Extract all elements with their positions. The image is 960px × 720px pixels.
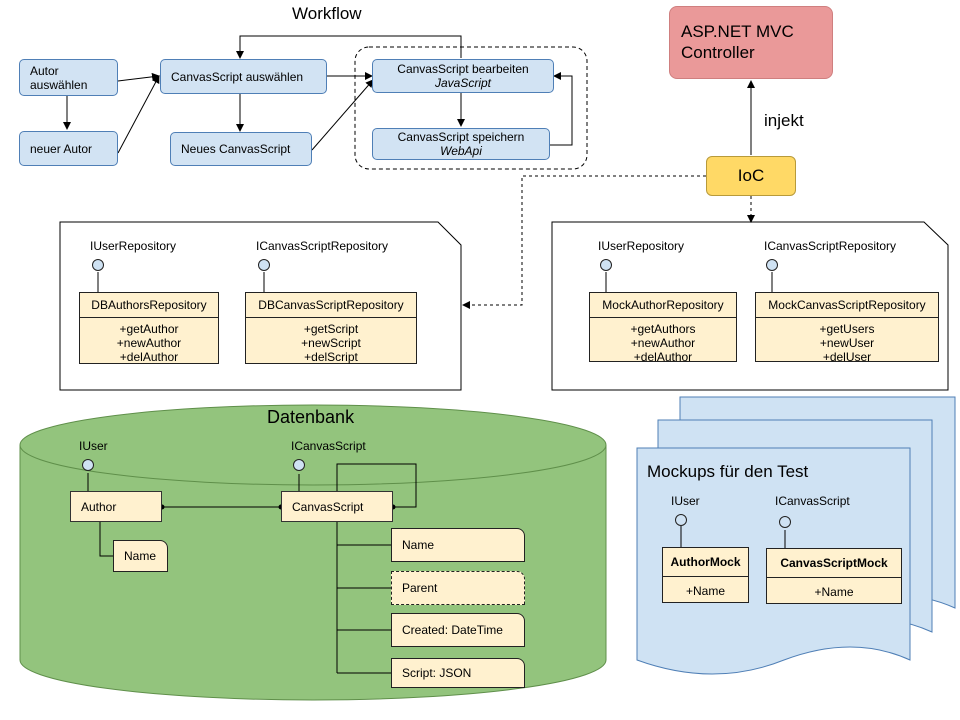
interface-lollipop-icon — [600, 259, 612, 271]
ioc-box: IoC — [706, 156, 796, 196]
diagram-title: Workflow — [292, 4, 362, 23]
workflow-step-speichern: CanvasScript speichern WebApi — [372, 128, 550, 160]
database-title: Datenbank — [267, 407, 355, 427]
attribute-label: Name — [124, 549, 157, 563]
class-op: +newAuthor — [116, 336, 182, 350]
controller-line-2: Controller — [681, 43, 755, 62]
edit-save-group — [354, 46, 588, 170]
class-attr: +Name — [814, 585, 854, 599]
inject-label: injekt — [764, 111, 804, 130]
class-op: +newAuthor — [630, 336, 696, 350]
step-tech: WebApi — [440, 144, 482, 158]
class-op: +delUser — [822, 350, 872, 364]
mock-canvasscript-repository-class: MockCanvasScriptRepository +getUsers +ne… — [755, 292, 939, 364]
db-user-repo-interface-label: IUserRepository — [90, 239, 177, 253]
mock-author-repository-class: MockAuthorRepository +getAuthors +newAut… — [589, 292, 737, 364]
interface-lollipop-icon — [92, 259, 104, 271]
workflow-step-neues-canvasscript: Neues CanvasScript — [170, 132, 312, 166]
mock-user-interface-label: IUser — [671, 494, 700, 508]
script-attribute-name: Name — [391, 528, 525, 562]
db-script-interface-label: ICanvasScript — [291, 439, 366, 453]
class-name: MockAuthorRepository — [590, 293, 736, 318]
db-canvasscript-repository-class: DBCanvasScriptRepository +getScript +new… — [245, 292, 417, 364]
mockups-title: Mockups für den Test — [647, 462, 809, 481]
script-attribute-script: Script: JSON — [391, 658, 525, 688]
class-name: MockCanvasScriptRepository — [756, 293, 938, 318]
step-tech: JavaScript — [434, 76, 492, 90]
class-name: DBAuthorsRepository — [80, 293, 218, 318]
interface-lollipop-icon — [258, 259, 270, 271]
class-name: CanvasScriptMock — [767, 549, 901, 578]
step-label: Neues CanvasScript — [181, 142, 291, 156]
canvasscript-mock-class: CanvasScriptMock +Name — [766, 548, 902, 604]
author-name-attribute: Name — [113, 540, 168, 572]
author-entity: Author — [70, 491, 162, 522]
attribute-label: Parent — [402, 581, 438, 595]
mockup-pages — [636, 396, 956, 675]
workflow-step-autor-auswaehlen: Autor auswählen — [19, 59, 118, 96]
attribute-label: Name — [402, 538, 435, 552]
interface-lollipop-icon — [779, 516, 791, 528]
workflow-step-bearbeiten: CanvasScript bearbeiten JavaScript — [372, 59, 554, 93]
class-op: +getAuthors — [630, 322, 696, 336]
db-user-interface-label: IUser — [79, 439, 108, 453]
mock-script-repo-interface-label: ICanvasScriptRepository — [764, 239, 897, 253]
step-label: CanvasScript auswählen — [171, 69, 304, 84]
interface-lollipop-icon — [82, 459, 94, 471]
workflow-step-neuer-autor: neuer Autor — [19, 131, 118, 166]
class-op: +delScript — [304, 350, 358, 364]
interface-lollipop-icon — [293, 459, 305, 471]
mock-script-interface-label: ICanvasScript — [775, 494, 850, 508]
canvasscript-entity: CanvasScript — [281, 491, 393, 522]
class-op: +getAuthor — [119, 322, 179, 336]
controller-line-1: ASP.NET MVC — [681, 22, 794, 41]
step-label: CanvasScript bearbeiten — [397, 62, 529, 76]
controller-box: ASP.NET MVC Controller — [669, 6, 833, 79]
entity-name: CanvasScript — [292, 499, 364, 514]
ioc-label: IoC — [737, 166, 765, 185]
class-op: +getUsers — [819, 322, 875, 336]
class-op: +delAuthor — [633, 350, 693, 364]
step-label: neuer Autor — [30, 141, 93, 156]
attribute-label: Created: DateTime — [402, 623, 503, 637]
class-name: DBCanvasScriptRepository — [246, 293, 416, 318]
db-authors-repository-class: DBAuthorsRepository +getAuthor +newAutho… — [79, 292, 219, 364]
script-attribute-created: Created: DateTime — [391, 613, 525, 647]
class-op: +newUser — [819, 336, 875, 350]
class-name: AuthorMock — [663, 548, 748, 577]
step-label: CanvasScript speichern — [397, 130, 525, 144]
step-label: Autor auswählen — [30, 63, 88, 92]
entity-name: Author — [81, 499, 117, 514]
class-op: +getScript — [303, 322, 359, 336]
interface-lollipop-icon — [675, 514, 687, 526]
class-attr: +Name — [685, 584, 726, 598]
workflow-step-canvasscript-auswaehlen: CanvasScript auswählen — [160, 59, 327, 94]
mock-user-repo-interface-label: IUserRepository — [598, 239, 685, 253]
attribute-label: Script: JSON — [402, 666, 472, 680]
author-mock-class: AuthorMock +Name — [662, 547, 749, 603]
script-attribute-parent: Parent — [391, 571, 525, 605]
class-op: +newScript — [301, 336, 361, 350]
class-op: +delAuthor — [119, 350, 179, 364]
interface-lollipop-icon — [766, 259, 778, 271]
db-script-repo-interface-label: ICanvasScriptRepository — [256, 239, 389, 253]
